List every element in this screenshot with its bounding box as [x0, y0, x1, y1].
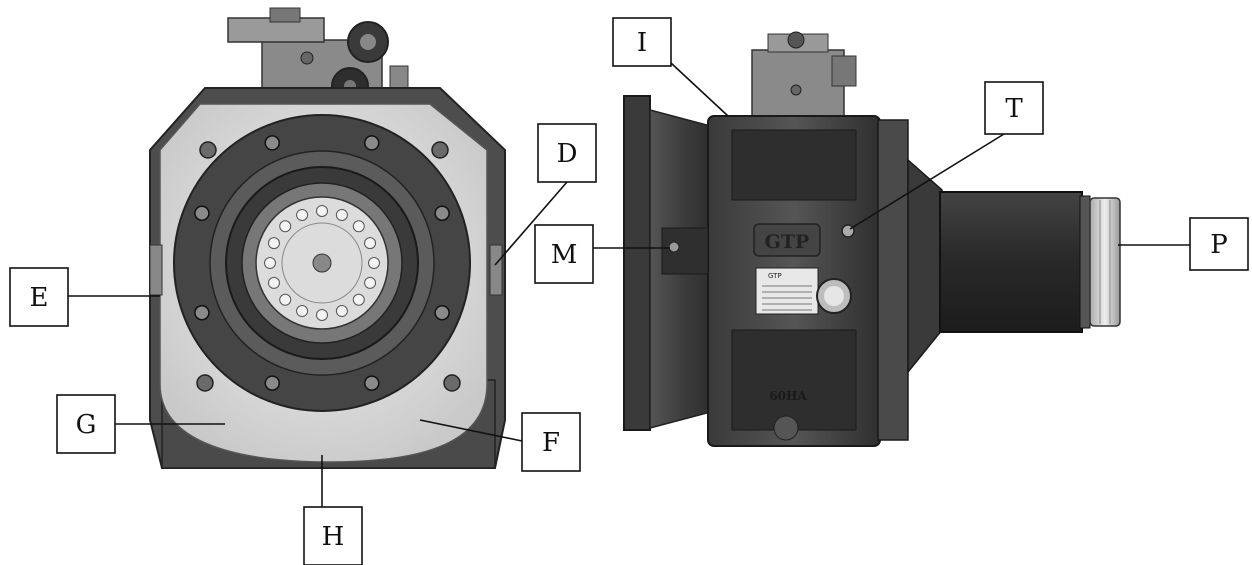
- callout-label: T: [1005, 94, 1023, 124]
- disc-hole: [364, 276, 377, 289]
- callout-leader: [419, 419, 523, 442]
- callout-box: [9, 267, 69, 327]
- callout-m: M: [534, 224, 670, 284]
- shaft-housing: [939, 191, 1083, 333]
- disc-hole: [335, 305, 348, 318]
- disc-hole: [264, 257, 276, 269]
- callout-box: [1189, 217, 1249, 271]
- callout-t: T: [849, 81, 1044, 230]
- disc-hole: [279, 220, 292, 233]
- callout-box: [56, 394, 116, 454]
- model-marking: 60HA: [769, 389, 807, 403]
- flange-bolt: [196, 374, 214, 392]
- callout-e: E: [9, 267, 160, 327]
- ring-bolt: [363, 135, 380, 151]
- flange-bolt: [443, 374, 461, 392]
- ring-bolt: [194, 205, 210, 222]
- ring-bolt: [264, 135, 281, 151]
- callout-g: G: [56, 394, 225, 454]
- ring-bolt: [434, 304, 450, 321]
- callout-box: [537, 123, 597, 183]
- disc-hole: [352, 293, 365, 306]
- callouts: D E F G H I M P T: [9, 17, 1249, 565]
- disc-hole: [296, 208, 309, 221]
- callout-label: H: [322, 522, 345, 552]
- front-view: [149, 7, 506, 469]
- callout-leader: [849, 133, 1005, 230]
- output-ring: [1089, 197, 1121, 327]
- disc-hole: [316, 205, 328, 217]
- callout-d: D: [494, 123, 597, 266]
- flange-bolt: [431, 141, 449, 159]
- disc-hole: [364, 237, 377, 250]
- disc-hole: [296, 305, 309, 318]
- disc-hole: [368, 257, 380, 269]
- flange-bolt: [199, 141, 217, 159]
- nameplate-lines: [762, 285, 812, 311]
- callout-label: G: [76, 410, 97, 440]
- disc-hole: [267, 276, 280, 289]
- mounting-flange-side: [623, 95, 651, 431]
- ring-bolts: [194, 135, 450, 391]
- side-view: GTP GTP 60HA: [623, 31, 1121, 447]
- disc-hole: [352, 220, 365, 233]
- callout-label: M: [551, 240, 578, 270]
- ring-bolt: [194, 304, 210, 321]
- disc-hole: [267, 237, 280, 250]
- callout-box: [303, 506, 363, 565]
- nameplate-text: GTP: [768, 272, 782, 280]
- disc-hole: [316, 309, 328, 321]
- ring-bolt: [434, 205, 450, 222]
- callout-h: H: [303, 455, 363, 565]
- disc-hole: [335, 208, 348, 221]
- flange-bolts: [196, 141, 461, 392]
- logo-badge-text: GTP: [765, 231, 810, 253]
- disc-hole: [279, 293, 292, 306]
- callout-box: [984, 81, 1044, 135]
- callout-box: [612, 17, 672, 67]
- callout-label: I: [637, 28, 647, 58]
- callout-leader: [670, 62, 729, 117]
- ring-bolt: [264, 375, 281, 391]
- valve-block-side: [751, 31, 857, 117]
- nameplate: [755, 267, 819, 315]
- ring-bolt: [363, 375, 380, 391]
- callout-f: F: [419, 412, 581, 472]
- callout-label: P: [1210, 230, 1228, 260]
- callout-box: [521, 412, 581, 472]
- callout-leader: [494, 181, 568, 266]
- callout-p: P: [1118, 217, 1249, 271]
- callout-label: F: [542, 428, 560, 458]
- callout-label: D: [557, 139, 578, 169]
- callout-i: I: [612, 17, 729, 117]
- disc-holes: [264, 205, 380, 321]
- callout-label: E: [30, 283, 49, 313]
- callout-box: [534, 224, 594, 284]
